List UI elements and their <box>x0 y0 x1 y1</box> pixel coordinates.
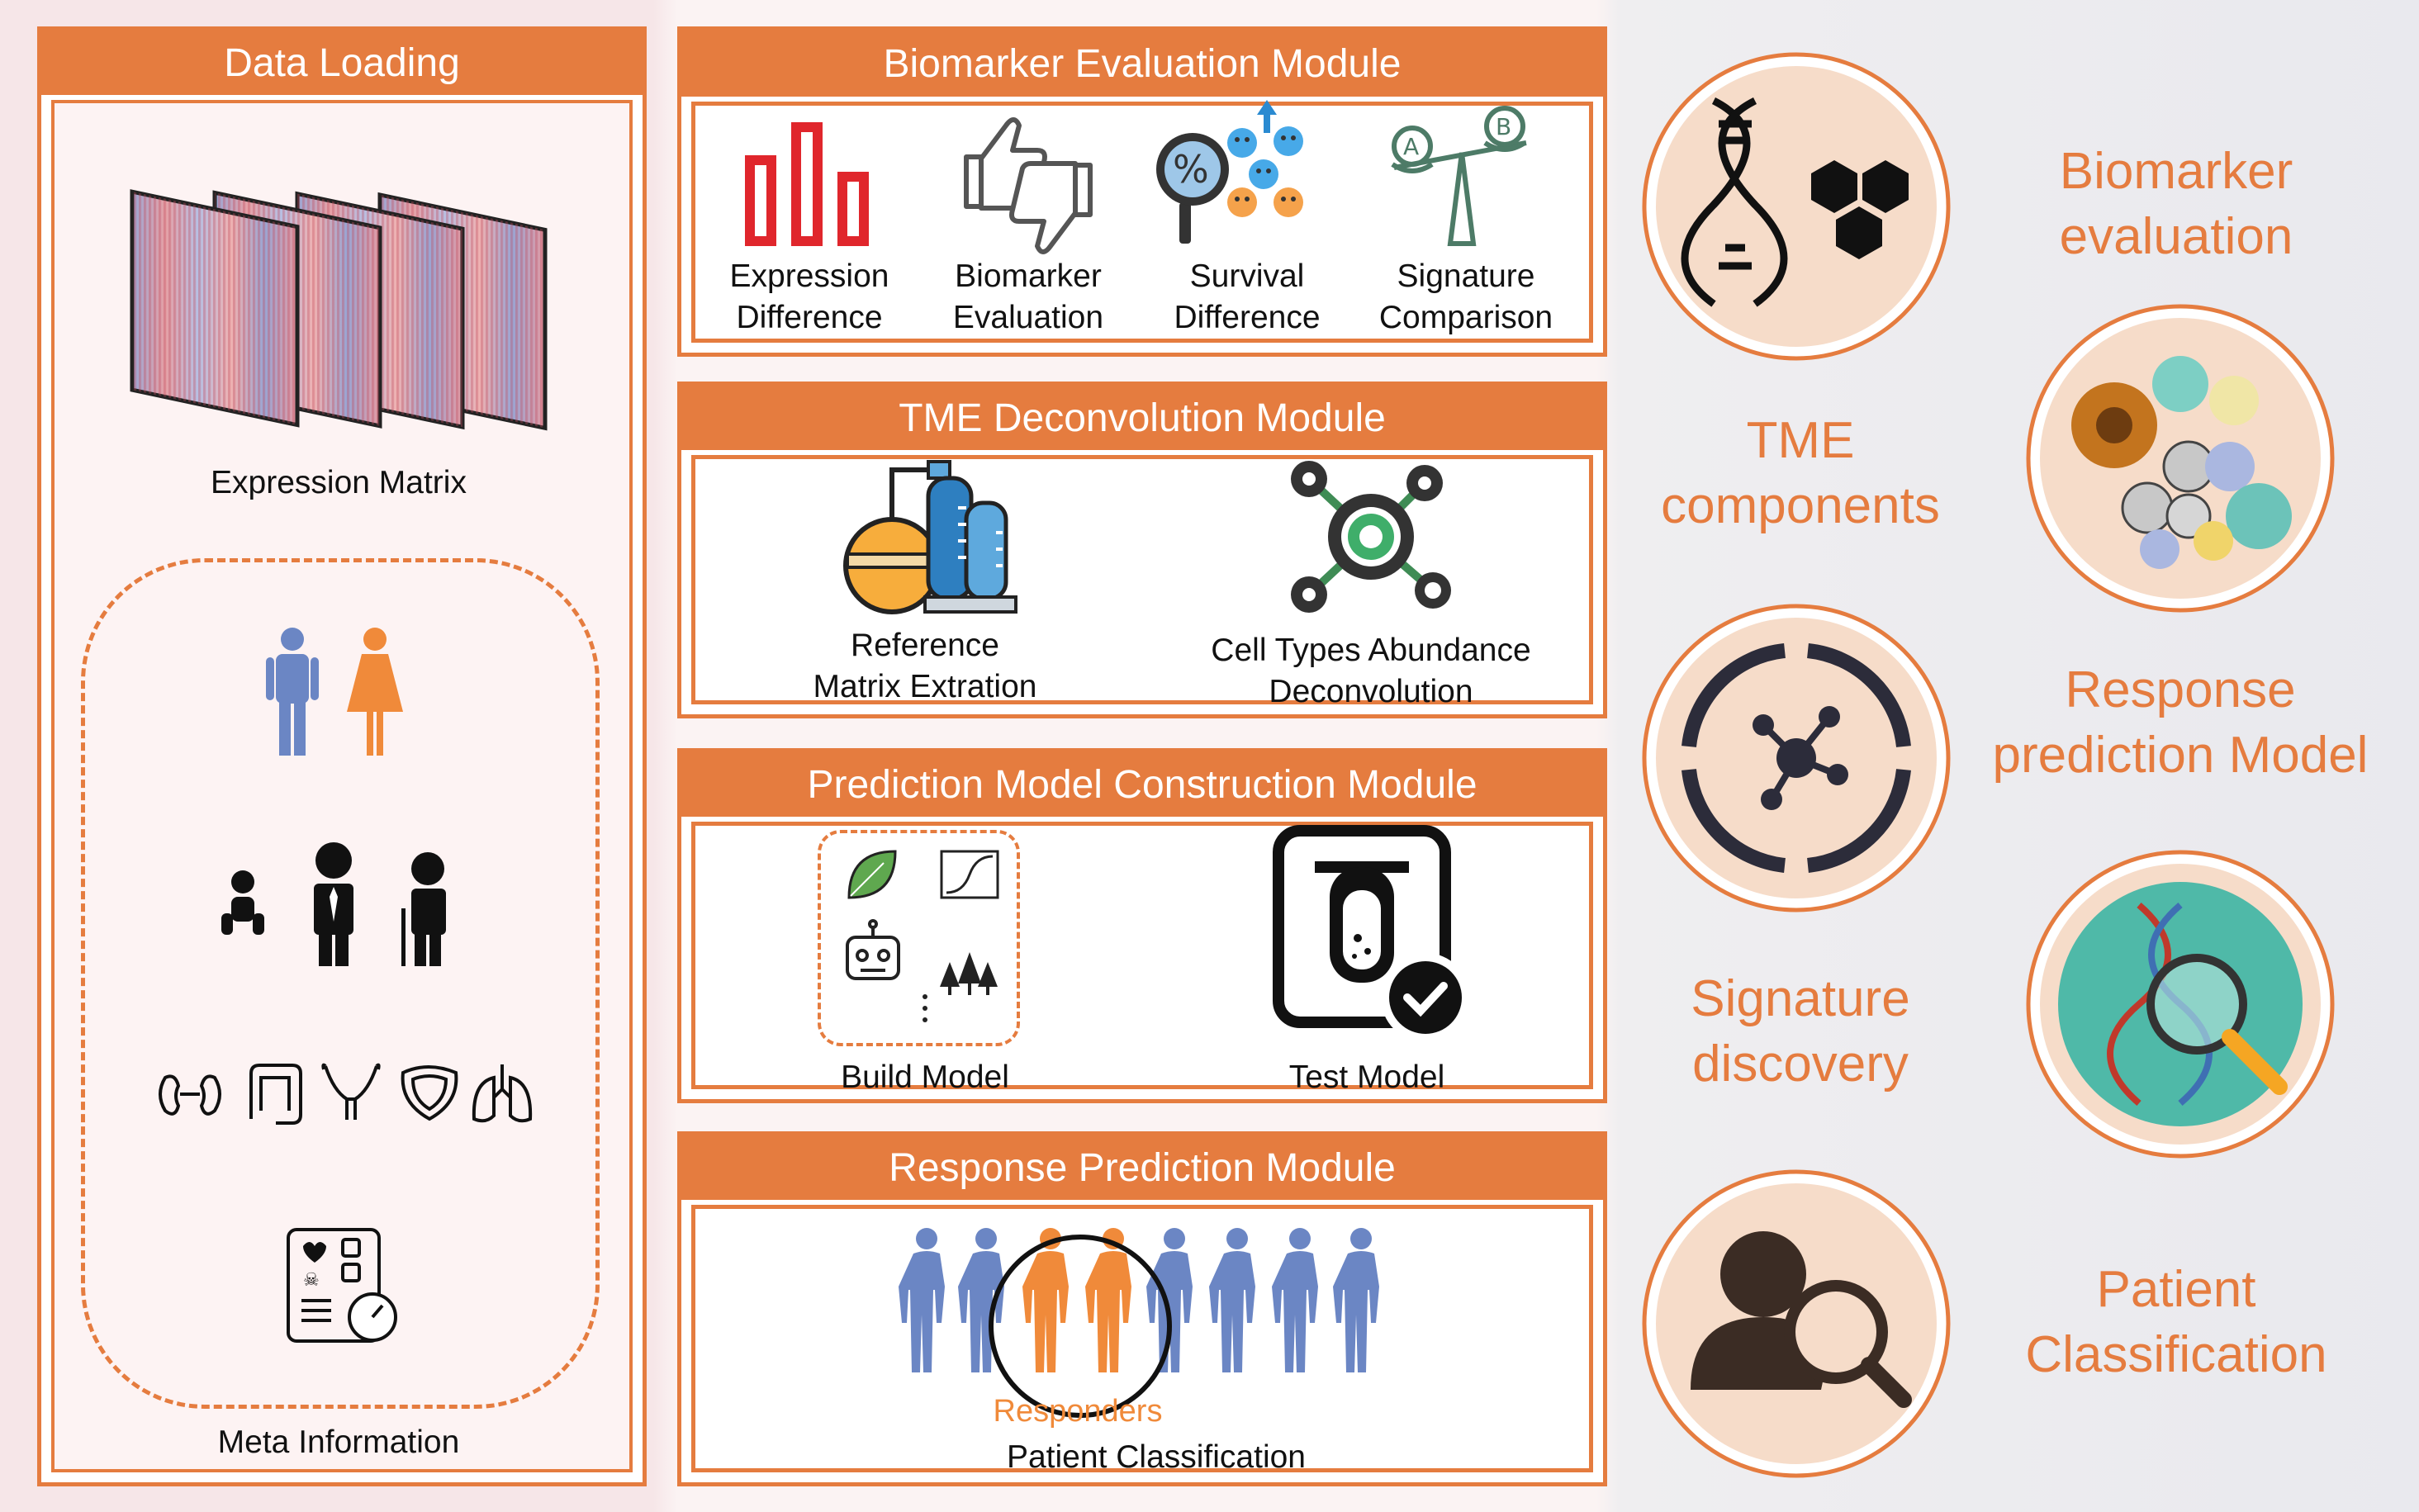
data-loading-header: Data Loading <box>41 31 643 95</box>
cell-types-abundance-label: Cell Types Abundance Deconvolution <box>1211 633 1531 709</box>
age-groups-icon <box>221 842 446 966</box>
right-label-signature: Signature discovery <box>1691 970 1910 1093</box>
search-magnifier-icon <box>1784 1280 1888 1384</box>
expression-difference-label: Expression Difference <box>729 258 889 335</box>
uterus-icon <box>321 1063 381 1120</box>
build-model-label: Build Model <box>841 1059 1009 1095</box>
network-target-circle-icon <box>1642 604 1951 912</box>
happy-face-icon-3 <box>1249 159 1278 189</box>
patient-figure-icon <box>1272 1228 1318 1372</box>
tme-cells-circle-icon <box>2026 304 2335 613</box>
reference-matrix-icon <box>843 460 1017 614</box>
intestine-icon <box>249 1064 302 1125</box>
responders-label: Responders <box>993 1394 1163 1429</box>
right-label-patient: Patient Classification <box>2025 1261 2327 1384</box>
biomarker-evaluation-title: Biomarker Evaluation Module <box>883 41 1402 86</box>
robot-icon <box>846 919 900 980</box>
arrow-up-icon <box>1257 100 1277 133</box>
patient-figure-icon <box>1333 1228 1379 1372</box>
signature-comparison-label: Signature Comparison <box>1378 258 1553 335</box>
clinical-record-icon: ☠ <box>287 1228 397 1343</box>
gender-icon <box>266 628 403 756</box>
ellipsis-icon <box>923 994 927 1022</box>
biomarker-evaluation-header: Biomarker Evaluation Module <box>681 31 1603 97</box>
signature-comparison-icon: A B <box>1391 106 1527 246</box>
data-loading-title: Data Loading <box>224 40 460 85</box>
magnifier-icon <box>2146 954 2247 1055</box>
expression-matrix-label: Expression Matrix <box>211 465 467 500</box>
thumbs-down-icon <box>1009 161 1093 254</box>
test-model-label: Test Model <box>1288 1059 1445 1095</box>
immune-cells-icon <box>2071 356 2292 569</box>
lungs-icon <box>472 1064 533 1123</box>
response-prediction-title: Response Prediction Module <box>889 1145 1396 1190</box>
organs-icon <box>159 1063 533 1125</box>
letter-a-icon: A <box>1403 133 1419 160</box>
sigmoid-icon <box>940 850 999 899</box>
tme-deconvolution-panel: TME Deconvolution Module <box>677 382 1607 718</box>
biomarker-evaluation-panel: Biomarker Evaluation Module <box>677 26 1607 357</box>
person-search-circle-icon <box>1642 1169 1951 1478</box>
reference-matrix-label: Reference Matrix Extration <box>813 628 1037 704</box>
male-figure-icon <box>266 628 319 756</box>
dna-magnifier-circle-icon <box>2026 850 2335 1159</box>
responders-circle <box>989 1235 1172 1418</box>
letter-b-icon: B <box>1496 113 1511 140</box>
tme-deconvolution-title: TME Deconvolution Module <box>899 396 1386 440</box>
responder-figure-icon <box>1022 1228 1069 1372</box>
build-model-dashed-box[interactable] <box>818 830 1020 1046</box>
checkmark-badge-icon <box>1389 961 1462 1034</box>
expression-difference-icon <box>745 122 869 246</box>
thumbs-up-down-icon <box>964 117 1093 254</box>
cell-types-network-icon <box>1291 461 1451 613</box>
patient-figure-icon <box>1146 1228 1193 1372</box>
network-node-icon <box>1761 714 1839 802</box>
biomarker-evaluation-label: Biomarker Evaluation <box>952 258 1104 335</box>
right-label-biomarker: Biomarker evaluation <box>2059 143 2293 266</box>
test-model-icon[interactable] <box>1272 824 1470 1042</box>
dna-helix-icon <box>1681 97 1788 307</box>
expression-matrix-icon <box>130 189 548 431</box>
sad-face-icon <box>1227 187 1257 217</box>
patient-figure-icon <box>1209 1228 1255 1372</box>
patients-icon <box>899 1228 1379 1418</box>
survival-difference-icon: % <box>1156 100 1303 244</box>
meta-information-label: Meta Information <box>217 1424 460 1460</box>
hexagons-icon <box>1811 160 1909 259</box>
dna-hexagon-circle-icon <box>1642 52 1951 361</box>
skull-icon: ☠ <box>303 1270 320 1291</box>
elderly-icon <box>401 852 446 966</box>
percent-icon: % <box>1173 147 1209 192</box>
response-prediction-panel: Response Prediction Module <box>677 1131 1607 1486</box>
baby-icon <box>221 870 264 935</box>
bladder-icon <box>401 1065 458 1121</box>
kidneys-icon <box>159 1074 221 1116</box>
survival-difference-label: Survival Difference <box>1174 258 1321 335</box>
female-figure-icon <box>347 628 403 756</box>
response-prediction-inner <box>691 1205 1593 1472</box>
patient-figure-icon <box>899 1228 945 1372</box>
right-label-tme: TME components <box>1661 412 1940 535</box>
meta-info-dashed-box <box>81 558 600 1409</box>
right-label-response: Response prediction Model <box>1992 661 2369 784</box>
response-prediction-header: Response Prediction Module <box>681 1135 1603 1200</box>
patient-classification-label: Patient Classification <box>1006 1439 1306 1475</box>
adult-icon <box>314 842 353 966</box>
heart-icon <box>303 1242 326 1263</box>
magnifier-handle-icon <box>1179 202 1191 244</box>
forest-icon <box>940 952 998 995</box>
sad-face-icon-2 <box>1274 187 1303 217</box>
build-model-icons <box>846 850 999 1022</box>
happy-face-icon-2 <box>1274 126 1303 156</box>
prediction-model-title: Prediction Model Construction Module <box>807 762 1477 807</box>
prediction-model-header: Prediction Model Construction Module <box>681 752 1603 817</box>
happy-face-icon <box>1227 128 1257 158</box>
tme-deconvolution-header: TME Deconvolution Module <box>681 386 1603 450</box>
